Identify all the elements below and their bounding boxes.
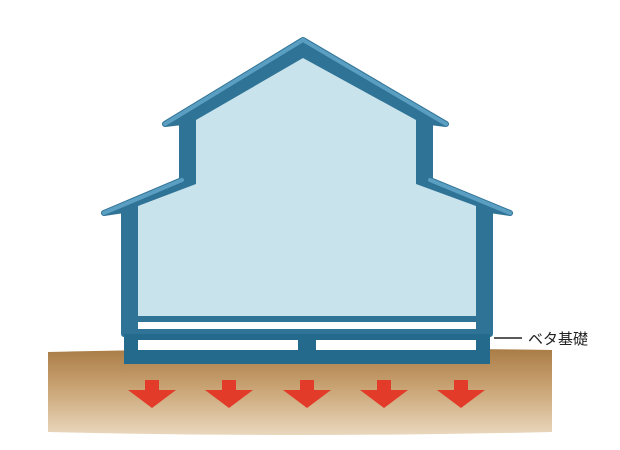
mat-foundation [124,334,490,364]
roof-eave-right [301,38,512,215]
foundation-label: ベタ基礎 [528,330,589,348]
arrow-down-icon [283,380,331,408]
foundation-void-right [316,340,476,350]
arrow-down-icon [360,380,408,408]
arrow-down-icon [437,380,485,408]
arrow-down-icon [128,380,176,408]
foundation-void-left [138,340,298,350]
roof-eave-left [102,38,305,215]
floor-plate-inner [138,322,476,329]
load-arrows [128,380,485,408]
arrow-down-icon [205,380,253,408]
house-interior [138,58,476,316]
